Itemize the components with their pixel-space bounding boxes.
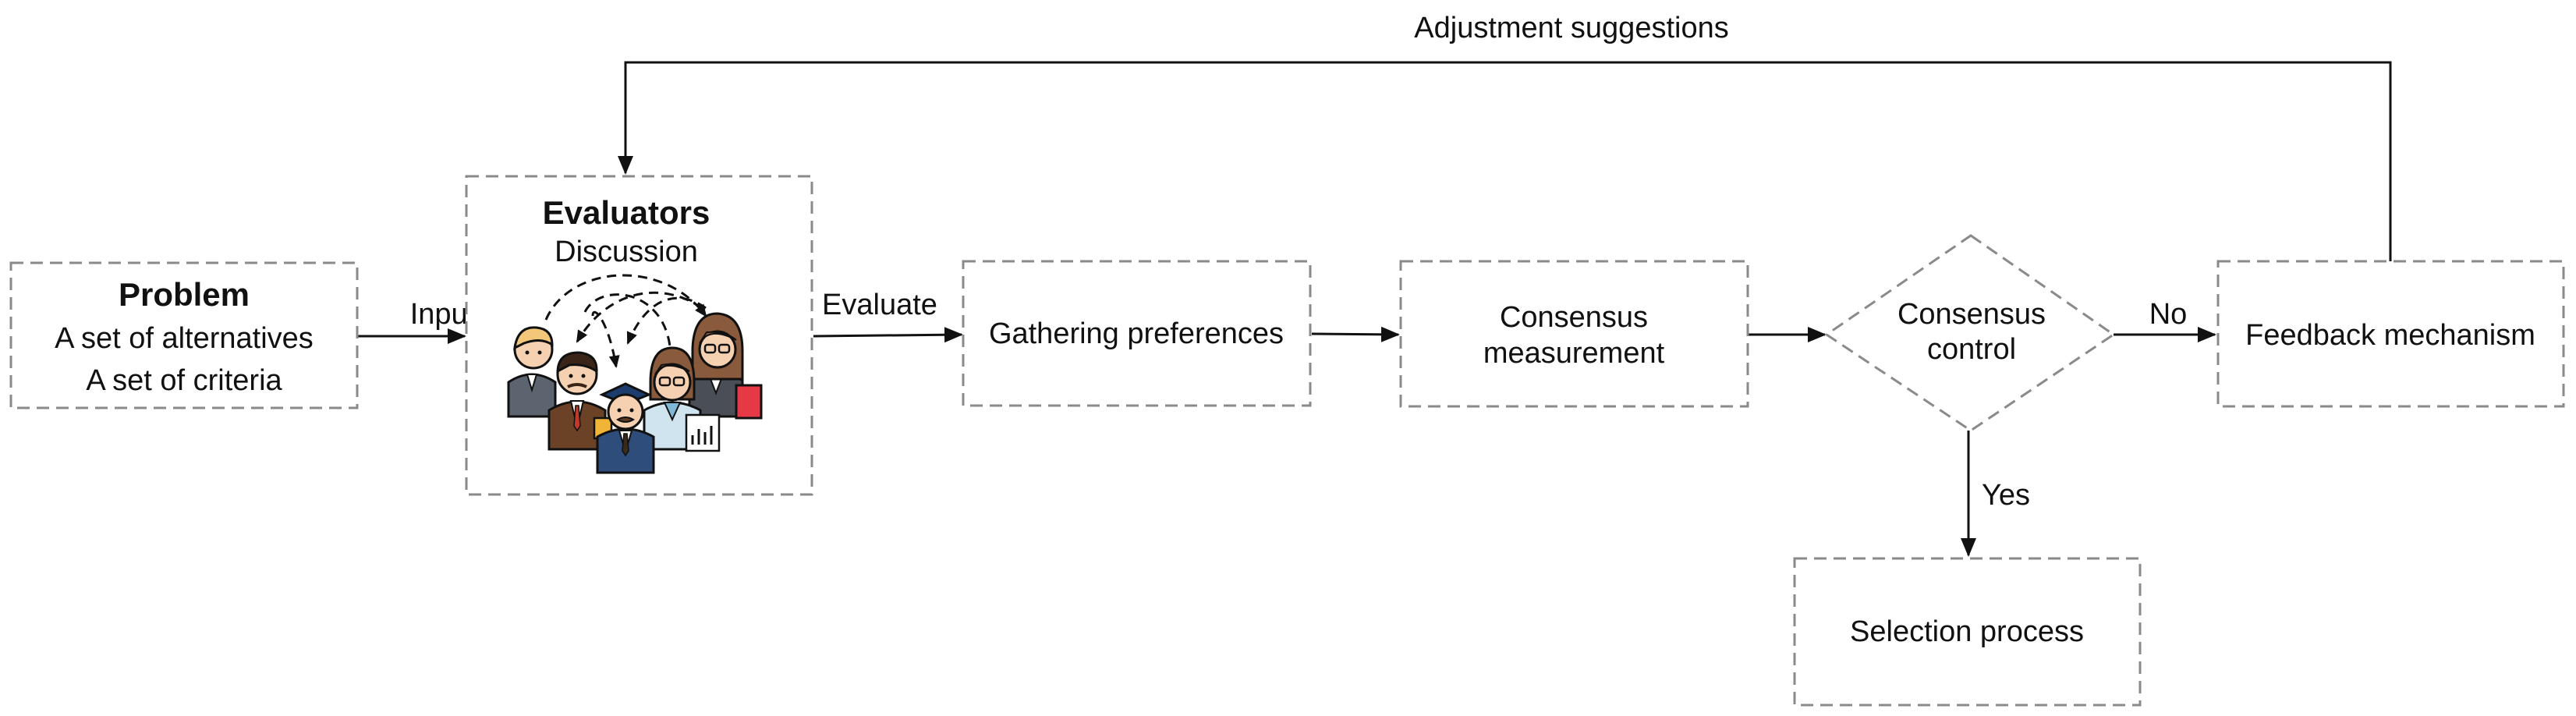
consensus-control-diamond (1824, 234, 2116, 432)
evaluator-person-3 (596, 382, 655, 474)
feedback-mechanism-label: Feedback mechanism (2245, 319, 2535, 352)
evaluators-title: Evaluators (543, 194, 710, 231)
evaluator-person-5 (688, 312, 763, 420)
problem-node: Problem A set of alternatives A set of c… (9, 261, 359, 409)
consensus-control-line2: control (1927, 333, 2016, 366)
consensus-measurement-node: Consensus measurement (1399, 260, 1749, 408)
problem-alternatives: A set of alternatives (55, 322, 314, 355)
feedback-mechanism-box (2216, 260, 2565, 408)
evaluator-person-1 (507, 326, 557, 418)
problem-criteria: A set of criteria (86, 364, 282, 397)
group-of-people-icon (507, 274, 763, 474)
red-folder-icon (735, 384, 763, 420)
edge-evaluators-to-gathering (813, 327, 963, 343)
edge-label-no: No (2149, 298, 2188, 331)
edge-feedback-to-evaluators (618, 61, 2392, 261)
consensus-measurement-line2: measurement (1483, 337, 1665, 370)
selection-process-node: Selection process (1793, 557, 2142, 707)
evaluator-person-4 (643, 346, 721, 452)
consensus-measurement-line1: Consensus (1500, 301, 1648, 334)
gathering-preferences-box (962, 260, 1312, 407)
consensus-control-node: Consensus control (1824, 234, 2116, 432)
chart-document-icon (685, 413, 721, 452)
edge-label-yes: Yes (1982, 479, 2030, 512)
problem-box (9, 261, 359, 409)
edge-label-evaluate: Evaluate (822, 289, 937, 321)
consensus-control-line1: Consensus (1897, 298, 2046, 331)
gathering-preferences-label: Gathering preferences (989, 317, 1284, 350)
evaluator-person-2 (547, 351, 613, 451)
edges (357, 61, 2392, 557)
feedback-mechanism-node: Feedback mechanism (2216, 260, 2565, 408)
evaluators-node: Evaluators Discussion (465, 175, 813, 496)
selection-process-label: Selection process (1850, 615, 2084, 648)
evaluators-discussion: Discussion (555, 236, 698, 268)
selection-process-box (1793, 557, 2142, 707)
edge-gathering-to-measurement (1311, 326, 1400, 342)
problem-title: Problem (119, 276, 250, 313)
discussion-arrows-icon (544, 274, 707, 368)
consensus-measurement-box (1399, 260, 1749, 408)
edge-label-adjustment-suggestions: Adjustment suggestions (1414, 12, 1728, 44)
gathering-preferences-node: Gathering preferences (962, 260, 1312, 407)
